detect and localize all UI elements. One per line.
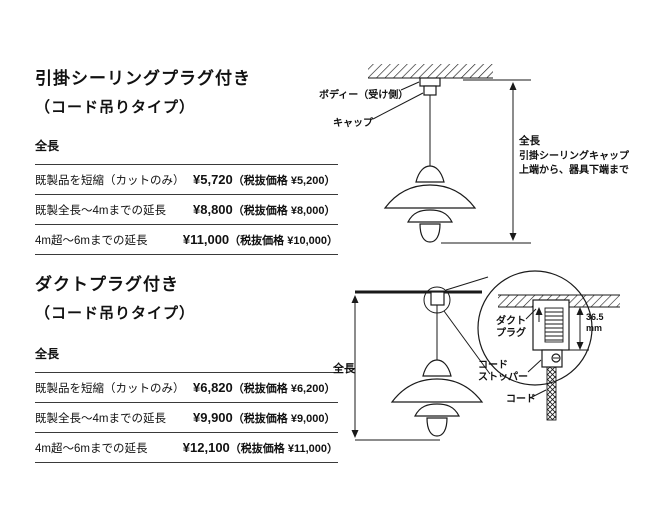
cord-label: コード: [506, 393, 536, 405]
row-price: ¥6,820（税抜価格 ¥6,200）: [193, 379, 335, 397]
row-label: 4m超～6mまでの延長: [35, 234, 148, 247]
duct-plug-small: [423, 286, 451, 314]
section2-subtitle: （コード吊りタイプ）: [35, 305, 196, 322]
hook-ceiling-body: [419, 77, 441, 96]
row-label: 既製全長～4mまでの延長: [35, 204, 166, 217]
diagram-duct-plug: 全長 36.5 mm: [332, 270, 620, 441]
row-label: 既製全長～4mまでの延長: [35, 412, 166, 425]
dimension-total-length: [441, 79, 531, 244]
price-amount: ¥9,900: [193, 409, 233, 425]
tax-note: （税抜価格 ¥5,200）: [232, 174, 336, 187]
tax-note: （税抜価格 ¥11,000）: [229, 442, 338, 455]
dimension-36-5: [569, 307, 589, 351]
diagram-hook-ceiling: ボディー（受け側） キャップ 全長 引掛シーリングキャップ 上端から、器具下端ま…: [319, 64, 630, 244]
leader-lines: [372, 81, 424, 120]
cord-stopper-detail: [541, 349, 563, 368]
row-price: ¥9,900（税抜価格 ¥9,000）: [193, 409, 335, 427]
section1-subtitle: （コード吊りタイプ）: [35, 99, 196, 116]
braided-cord: [546, 366, 557, 421]
table-row: 4m超～6mまでの延長 ¥11,000（税抜価格 ¥10,000）: [35, 225, 338, 255]
row-price: ¥8,800（税抜価格 ¥8,000）: [193, 201, 335, 219]
section2-title: ダクトプラグ付き: [35, 275, 179, 294]
row-label: 4m超～6mまでの延長: [35, 442, 148, 455]
total-length-label: 全長: [332, 361, 356, 375]
price-amount: ¥12,100: [182, 439, 230, 455]
tax-note: （税抜価格 ¥8,000）: [232, 204, 336, 217]
ceiling-hatch: [368, 64, 493, 79]
pendant-lamp: [390, 359, 484, 437]
price-amount: ¥8,800: [193, 201, 233, 217]
dimension-total-length: [351, 295, 440, 441]
cord-stopper-label-line2: ストッパー: [478, 371, 528, 383]
table-row: 4m超～6mまでの延長 ¥12,100（税抜価格 ¥11,000）: [35, 433, 338, 463]
dim-unit-label: mm: [586, 323, 602, 333]
row-price: ¥12,100（税抜価格 ¥11,000）: [183, 439, 338, 457]
duct-plug-label-line2: プラグ: [496, 326, 526, 339]
table-row: 既製品を短縮（カットのみ） ¥6,820（税抜価格 ¥6,200）: [35, 373, 338, 403]
row-price: ¥5,720（税抜価格 ¥5,200）: [193, 171, 335, 189]
table-header: 全長: [35, 341, 338, 373]
dim-value-label: 36.5: [586, 312, 604, 322]
duct-plug-label-line1: ダクト: [496, 314, 526, 327]
row-price: ¥11,000（税抜価格 ¥10,000）: [183, 231, 338, 249]
tax-note: （税抜価格 ¥9,000）: [232, 412, 336, 425]
price-table-duct-plug: 全長 既製品を短縮（カットのみ） ¥6,820（税抜価格 ¥6,200） 既製全…: [35, 341, 338, 463]
pendant-lamp: [383, 165, 477, 243]
row-label: 既製品を短縮（カットのみ）: [35, 174, 185, 187]
dim-label-line3: 上端から、器具下端まで: [519, 163, 629, 176]
price-amount: ¥11,000: [182, 231, 230, 247]
callout-connector-lines: [443, 276, 491, 375]
tax-note: （税抜価格 ¥6,200）: [232, 382, 336, 395]
body-label: ボディー（受け側）: [319, 88, 408, 101]
tax-note: （税抜価格 ¥10,000）: [229, 234, 338, 247]
section1-title: 引掛シーリングプラグ付き: [35, 69, 251, 88]
price-amount: ¥5,720: [193, 171, 233, 187]
price-amount: ¥6,820: [193, 379, 233, 395]
table-row: 既製品を短縮（カットのみ） ¥5,720（税抜価格 ¥5,200）: [35, 165, 338, 195]
table-row: 既製全長～4mまでの延長 ¥9,900（税抜価格 ¥9,000）: [35, 403, 338, 433]
duct-plug-detail: [532, 299, 570, 351]
price-table-hook-ceiling: 全長 既製品を短縮（カットのみ） ¥5,720（税抜価格 ¥5,200） 既製全…: [35, 133, 338, 255]
leader-lines: [525, 308, 547, 399]
row-label: 既製品を短縮（カットのみ）: [35, 382, 185, 395]
table-row: 既製全長～4mまでの延長 ¥8,800（税抜価格 ¥8,000）: [35, 195, 338, 225]
cap-label: キャップ: [333, 116, 374, 129]
cord-stopper-label-line1: コード: [478, 359, 508, 371]
dim-label-line1: 全長: [518, 134, 540, 147]
dim-label-line2: 引掛シーリングキャップ: [519, 149, 630, 162]
table-header: 全長: [35, 133, 338, 165]
